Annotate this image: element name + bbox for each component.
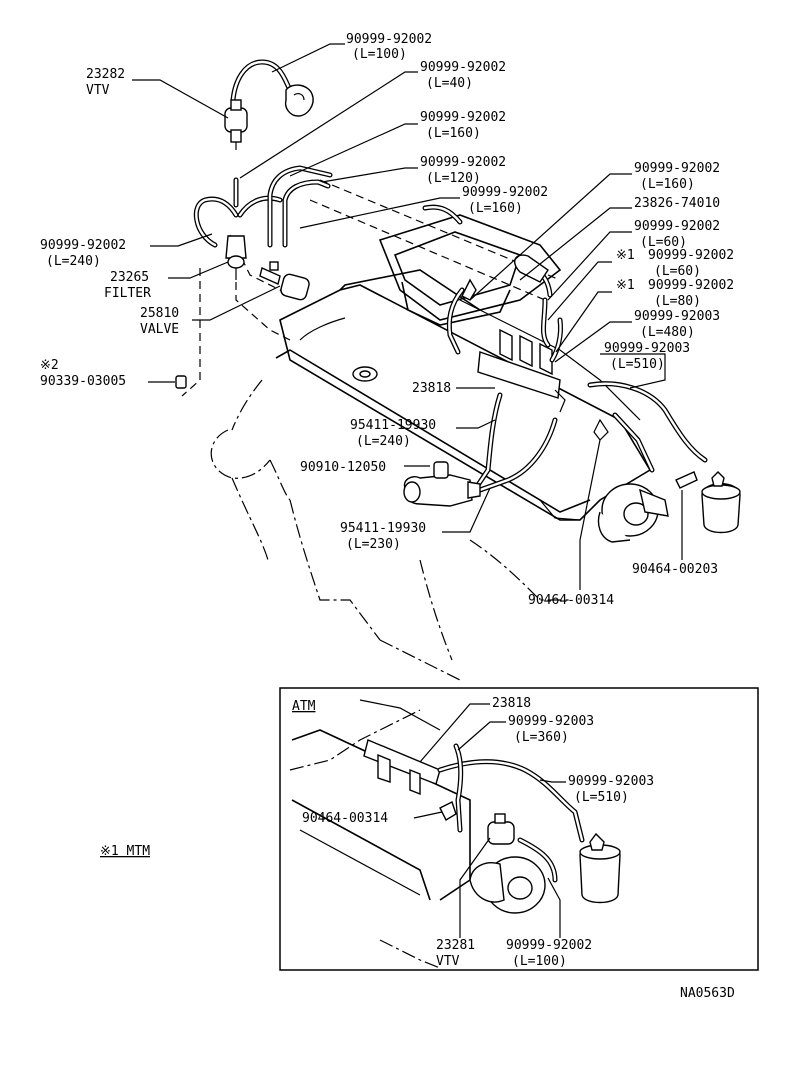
label-filter-23265-name: FILTER bbox=[104, 286, 151, 301]
atm-inset bbox=[279, 687, 759, 971]
leader-lines bbox=[132, 43, 683, 590]
label-atm-vtv-23281: 23281 bbox=[436, 938, 475, 953]
label-hose-l510-len: (L=510) bbox=[610, 357, 665, 372]
canister-part bbox=[675, 471, 741, 534]
plug-90339-part bbox=[175, 268, 201, 397]
label-hose-95411-l230-len: (L=230) bbox=[346, 537, 401, 552]
label-bracket-23818: 23818 bbox=[412, 381, 451, 396]
label-drawing-code: NA0563D bbox=[680, 986, 735, 1001]
label-hose-l120-len: (L=120) bbox=[426, 171, 481, 186]
bracket-23818-part bbox=[477, 328, 566, 413]
label-hose-95411-l240: 95411-19930 bbox=[350, 418, 436, 433]
label-vtv-23282-name: VTV bbox=[86, 83, 110, 98]
label-clamp-90464-00314: 90464-00314 bbox=[528, 593, 614, 608]
right-hoses bbox=[446, 254, 708, 493]
label-hose-l80-len: (L=80) bbox=[654, 294, 701, 309]
label-hose-l160-b-len: (L=160) bbox=[468, 201, 523, 216]
label-hose-l100-top-len: (L=100) bbox=[352, 47, 407, 62]
distributor-part bbox=[593, 418, 669, 543]
part-labels: 90999-92002 (L=100) 23282 VTV 90999-9200… bbox=[40, 32, 735, 1001]
label-atm-hose-l360: 90999-92003 bbox=[508, 714, 594, 729]
label-atm-bracket-23818: 23818 bbox=[492, 696, 531, 711]
label-hose-l160-a-len: (L=160) bbox=[426, 126, 481, 141]
label-hose-l60-b-len: (L=60) bbox=[654, 264, 701, 279]
label-atm-vtv-23281-name: VTV bbox=[436, 954, 460, 969]
label-hose-l480-len: (L=480) bbox=[640, 325, 695, 340]
label-hose-95411-l240-len: (L=240) bbox=[356, 434, 411, 449]
label-hose-l160-c: 90999-92002 bbox=[634, 161, 720, 176]
label-hose-l100-top: 90999-92002 bbox=[346, 32, 432, 47]
label-atm-hose-l510-len: (L=510) bbox=[574, 790, 629, 805]
label-hose-l40: 90999-92002 bbox=[420, 60, 506, 75]
label-hose-l60-b: 90999-92002 bbox=[648, 248, 734, 263]
label-vsv-90910: 90910-12050 bbox=[300, 460, 386, 475]
label-atm-title: ATM bbox=[292, 699, 316, 714]
valve-25810-part bbox=[259, 261, 310, 301]
label-hose-l60-b-mark: ※1 bbox=[616, 248, 635, 263]
filter-23265-part bbox=[193, 177, 291, 341]
label-hose-l40-len: (L=40) bbox=[426, 76, 473, 91]
label-hose-95411-l230: 95411-19930 bbox=[340, 521, 426, 536]
label-hose-l160-b: 90999-92002 bbox=[462, 185, 548, 200]
label-pipe-23826: 23826-74010 bbox=[634, 196, 720, 211]
engine-block-outline bbox=[210, 379, 570, 681]
label-valve-25810: 25810 bbox=[140, 306, 179, 321]
label-vtv-23282: 23282 bbox=[86, 67, 125, 82]
label-hose-l80: 90999-92002 bbox=[648, 278, 734, 293]
label-hose-l120: 90999-92002 bbox=[420, 155, 506, 170]
label-hose-l60-a-len: (L=60) bbox=[640, 235, 687, 250]
label-hose-l480: 90999-92003 bbox=[634, 309, 720, 324]
vtv-23282-part bbox=[224, 59, 314, 150]
label-hose-l60-a: 90999-92002 bbox=[634, 219, 720, 234]
label-atm-hose-l100: 90999-92002 bbox=[506, 938, 592, 953]
label-hose-l240-left: 90999-92002 bbox=[40, 238, 126, 253]
label-hose-l240-left-len: (L=240) bbox=[46, 254, 101, 269]
label-atm-hose-l360-len: (L=360) bbox=[514, 730, 569, 745]
label-plug-mark: ※2 bbox=[40, 358, 59, 373]
label-atm-clamp-90464-00314: 90464-00314 bbox=[302, 811, 388, 826]
label-filter-23265: 23265 bbox=[110, 270, 149, 285]
label-hose-l160-c-len: (L=160) bbox=[640, 177, 695, 192]
hose-bundle bbox=[267, 165, 463, 248]
label-hose-l510: 90999-92003 bbox=[604, 341, 690, 356]
label-note-mtm: ※1 MTM bbox=[100, 844, 150, 859]
label-atm-hose-l100-len: (L=100) bbox=[512, 954, 567, 969]
label-hose-l80-mark: ※1 bbox=[616, 278, 635, 293]
label-hose-l160-a: 90999-92002 bbox=[420, 110, 506, 125]
label-valve-25810-name: VALVE bbox=[140, 322, 179, 337]
label-atm-hose-l510: 90999-92003 bbox=[568, 774, 654, 789]
vsv-90910-part bbox=[403, 461, 481, 507]
label-clamp-90464-00203: 90464-00203 bbox=[632, 562, 718, 577]
label-plug-90339: 90339-03005 bbox=[40, 374, 126, 389]
